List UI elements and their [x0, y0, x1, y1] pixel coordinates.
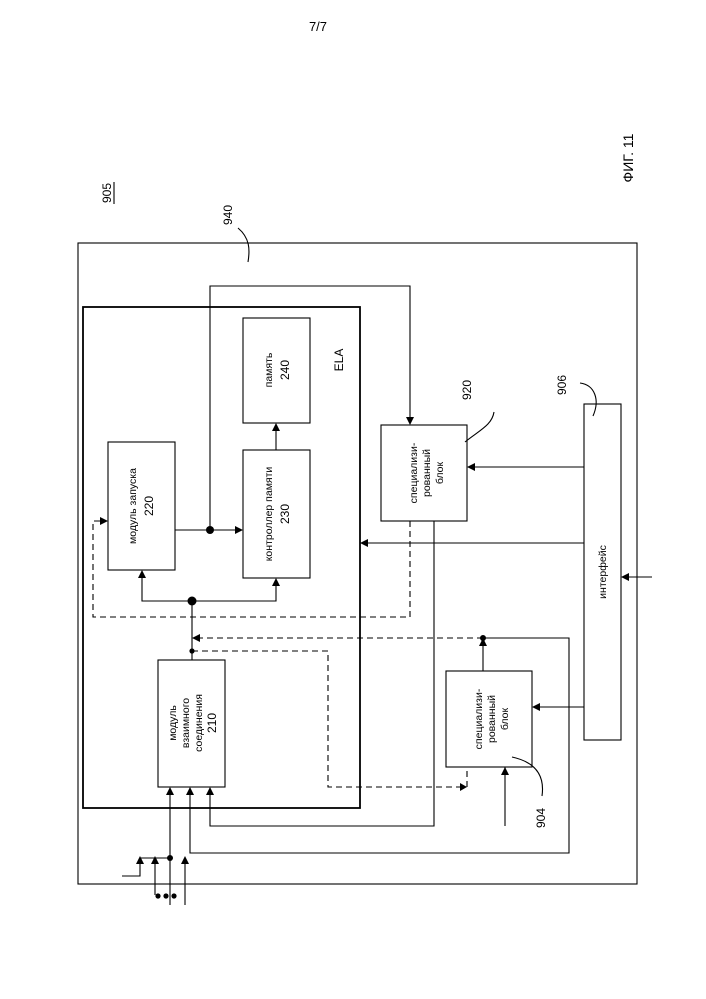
arrowhead: [272, 423, 280, 431]
special-block-bottom-label-2: рованный: [486, 695, 498, 743]
arrowhead: [186, 787, 194, 795]
arrowhead: [206, 787, 214, 795]
memory-controller-label: контроллер памяти: [263, 467, 275, 562]
arrowhead: [151, 856, 159, 864]
page-number: 7/7: [309, 19, 327, 34]
arrowhead: [181, 856, 189, 864]
arrowhead: [192, 634, 200, 642]
interconnect-label-3: соединения: [193, 694, 205, 752]
ellipsis-dot: [171, 893, 176, 898]
arrowhead: [166, 787, 174, 795]
special-block-bottom-label-3: блок: [499, 707, 511, 730]
interface-ref: 906: [555, 375, 569, 395]
housing-box: [78, 243, 637, 884]
wire-bus-to-modules: [142, 577, 276, 601]
arrowhead: [100, 517, 108, 525]
special-block-bottom-label-1: специализи-: [473, 688, 485, 749]
interface-ref-leader: [580, 383, 596, 416]
launch-module-number: 220: [142, 496, 156, 516]
wire-special-top-to-interconnect: [210, 521, 434, 826]
special-block-top-ref: 920: [460, 380, 474, 400]
ela-label: ELA: [332, 349, 346, 372]
interface-label: интерфейс: [597, 545, 609, 599]
special-block-top-leader: [465, 412, 494, 442]
special-block-top-label-1: специализи-: [408, 442, 420, 503]
special-block-bottom-leader: [512, 757, 543, 796]
arrowhead: [138, 570, 146, 578]
ela-box: [83, 307, 360, 808]
arrowhead: [467, 463, 475, 471]
memory-label: память: [263, 352, 275, 387]
special-block-bottom-ref: 904: [534, 808, 548, 828]
dashed-interconnect-to-special-bottom: [192, 651, 463, 787]
memory-controller-number: 230: [278, 504, 292, 524]
interconnect-label-1: модуль: [167, 705, 179, 741]
arrowhead: [460, 783, 467, 791]
arrowhead: [406, 417, 414, 425]
ellipsis-dot: [163, 893, 168, 898]
arrowhead: [136, 856, 144, 864]
arrowhead: [360, 539, 368, 547]
arrowhead: [235, 526, 243, 534]
memory-controller-box: [243, 450, 310, 578]
dashed-special-top-to-launch: [93, 521, 410, 617]
wire-external-input-a: [122, 863, 140, 876]
memory-number: 240: [278, 360, 292, 380]
interface-input-arrowhead: [621, 573, 629, 581]
wire-special-bottom-loop: [190, 638, 569, 853]
arrowhead: [532, 703, 540, 711]
housing-ref-leader: [238, 228, 249, 262]
external-junction-dot: [167, 855, 173, 861]
special-block-top-label-3: блок: [434, 461, 446, 484]
arrowhead: [501, 767, 509, 775]
memory-box: [243, 318, 310, 423]
system-ref: 905: [100, 183, 114, 203]
interconnect-label-2: взаимного: [180, 698, 192, 748]
arrowhead: [272, 578, 280, 586]
special-block-top-label-2: рованный: [421, 449, 433, 497]
housing-ref: 940: [221, 205, 235, 225]
ellipsis-dot: [155, 893, 160, 898]
launch-module-label: модуль запуска: [127, 468, 139, 544]
figure-label: ФИГ. 11: [620, 133, 636, 182]
interconnect-number: 210: [205, 713, 219, 733]
